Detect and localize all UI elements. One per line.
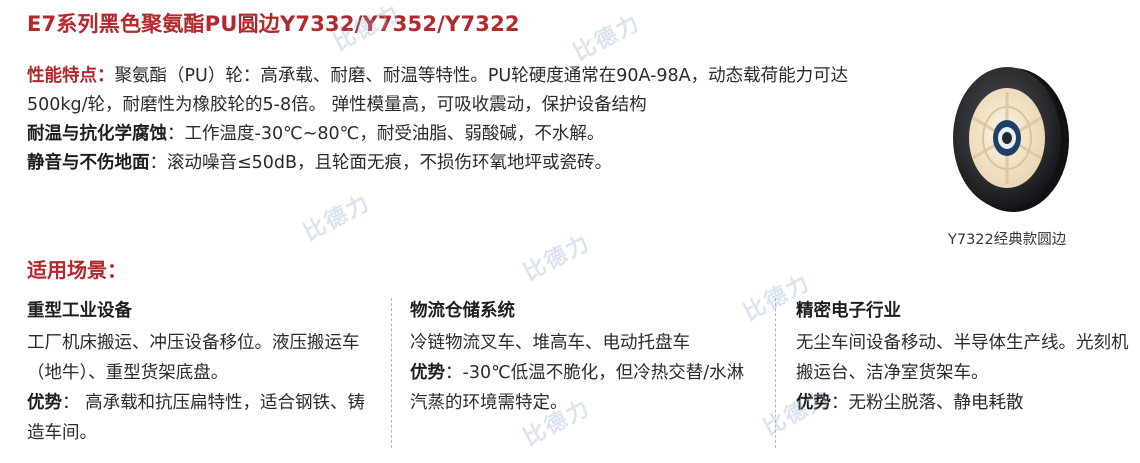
features-paragraph: 性能特点：聚氨酯（PU）轮：高承载、耐磨、耐温等特性。PU轮硬度通常在90A-9… [27, 62, 897, 120]
wheel-image [945, 58, 1075, 218]
advantage-label: 优势 [796, 393, 831, 413]
scene-text: 无尘车间设备移动、半导体生产线。光刻机搬运台、洁净室货架车。 [796, 333, 1129, 383]
advantage-text: ：无粉尘脱落、静电耗散 [831, 393, 1024, 413]
advantage-text: ：-30℃低温不脆化，但冷热交替/水淋汽蒸的环境需特定。 [410, 363, 745, 413]
quiet-label: 静音与不伤地面 [27, 153, 150, 173]
heat-resistance-label: 耐温与抗化学腐蚀 [27, 124, 167, 144]
features-text: 聚氨酯（PU）轮：高承载、耐磨、耐温等特性。PU轮硬度通常在90A-98A，动态… [27, 66, 849, 115]
column-divider [391, 298, 392, 448]
column-divider [775, 298, 776, 448]
scene-heading: 精密电子行业 [796, 301, 901, 321]
features-label: 性能特点： [27, 66, 115, 86]
features-section: 性能特点：聚氨酯（PU）轮：高承载、耐磨、耐温等特性。PU轮硬度通常在90A-9… [27, 62, 897, 178]
quiet-text: ：滚动噪音≤50dB，且轮面无痕，不损伤环氧地坪或瓷砖。 [149, 153, 613, 173]
scene-column-electronics: 精密电子行业 无尘车间设备移动、半导体生产线。光刻机搬运台、洁净室货架车。 优势… [796, 298, 1136, 418]
watermark: 比德力 [567, 5, 646, 67]
scene-heading: 物流仓储系统 [410, 301, 515, 321]
scene-advantage: 优势：-30℃低温不脆化，但冷热交替/水淋汽蒸的环境需特定。 [410, 358, 755, 418]
watermark: 比德力 [517, 225, 596, 287]
scenes-title: 适用场景： [27, 258, 127, 282]
page-title: E7系列黑色聚氨酯PU圆边Y7332/Y7352/Y7322 [27, 12, 520, 36]
advantage-label: 优势 [27, 393, 62, 413]
image-caption: Y7322经典款圆边 [948, 232, 1067, 248]
watermark-text: 比德力 [519, 230, 595, 287]
scene-column-logistics: 物流仓储系统 冷链物流叉车、堆高车、电动托盘车 优势：-30℃低温不脆化，但冷热… [410, 298, 755, 418]
scene-advantage: 优势： 高承载和抗压扁特性，适合钢铁、铸造车间。 [27, 388, 372, 448]
scene-advantage: 优势：无粉尘脱落、静电耗散 [796, 388, 1136, 418]
watermark: 比德力 [297, 185, 376, 247]
quiet-line: 静音与不伤地面：滚动噪音≤50dB，且轮面无痕，不损伤环氧地坪或瓷砖。 [27, 149, 897, 178]
scene-heading: 重型工业设备 [27, 301, 132, 321]
scene-column-heavy-industry: 重型工业设备 工厂机床搬运、冲压设备移位。液压搬运车（地牛）、重型货架底盘。 优… [27, 298, 372, 448]
pu-wheel-image [953, 67, 1069, 212]
advantage-label: 优势 [410, 363, 445, 383]
heat-resistance-line: 耐温与抗化学腐蚀：工作温度-30℃~80℃，耐受油脂、弱酸碱，不水解。 [27, 120, 897, 149]
scene-text: 工厂机床搬运、冲压设备移位。液压搬运车（地牛）、重型货架底盘。 [27, 333, 360, 383]
scene-text: 冷链物流叉车、堆高车、电动托盘车 [410, 333, 690, 353]
watermark-text: 比德力 [299, 190, 375, 247]
watermark-text: 比德力 [569, 10, 645, 67]
advantage-text: ： 高承载和抗压扁特性，适合钢铁、铸造车间。 [27, 393, 366, 443]
heat-resistance-text: ：工作温度-30℃~80℃，耐受油脂、弱酸碱，不水解。 [167, 124, 605, 144]
